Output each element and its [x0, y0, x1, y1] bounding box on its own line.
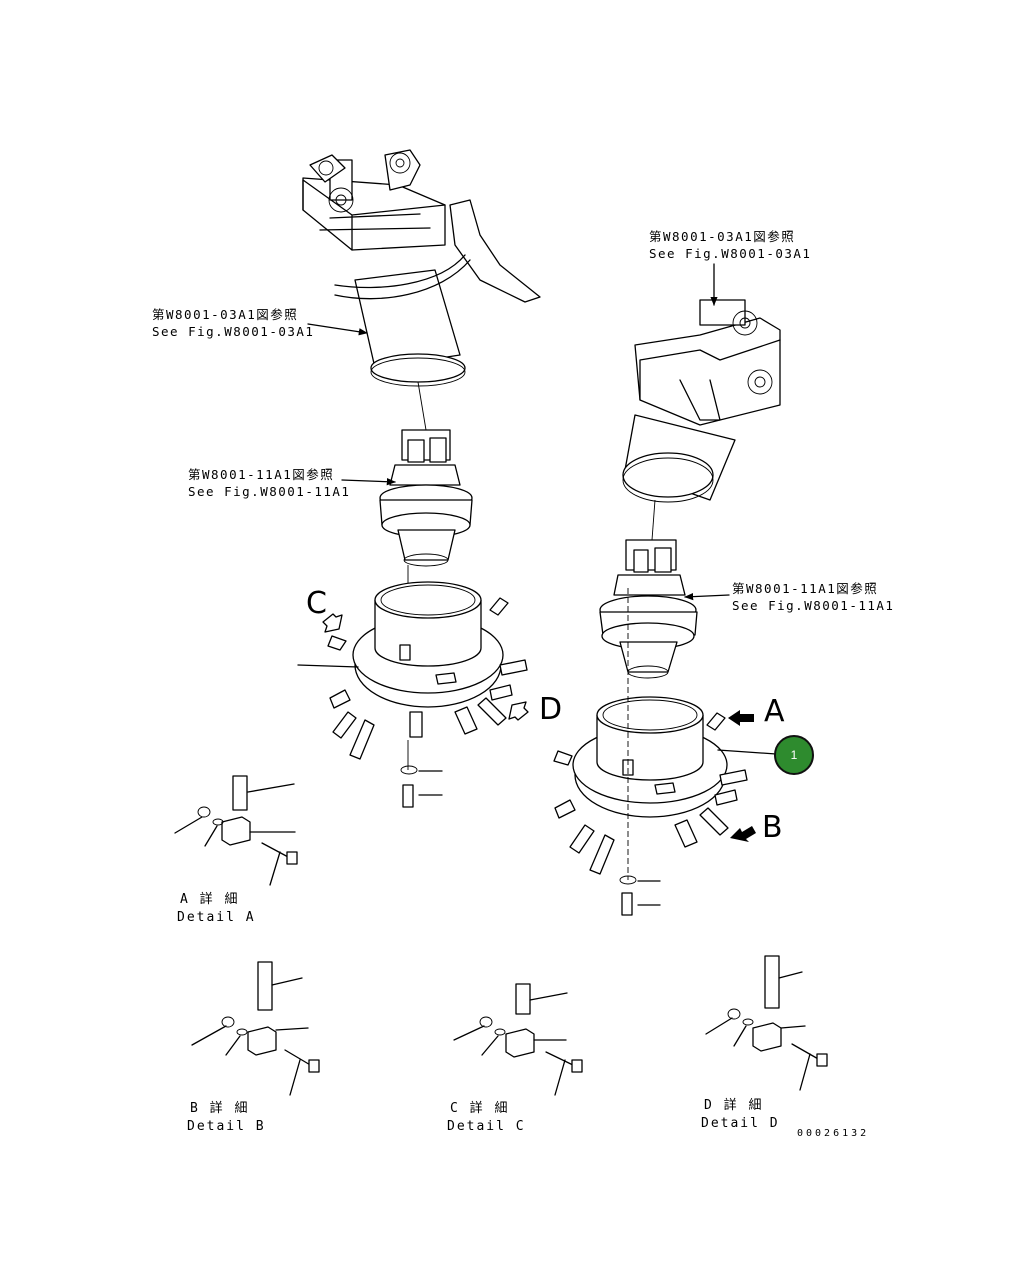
left-motor	[379, 429, 473, 600]
detail-b-label-jp: B 詳 細	[190, 1101, 250, 1116]
left-drum	[327, 581, 528, 770]
arrow-b	[730, 826, 756, 842]
view-letter-d: D	[539, 692, 563, 727]
detail-d-label-en: Detail D	[701, 1116, 780, 1131]
right-drum-washer-bolt	[619, 875, 661, 916]
arrow-a	[728, 710, 754, 726]
ref-left-motor-jp: 第W8001-11A1図参照	[188, 467, 335, 482]
detail-b-parts	[191, 961, 320, 1096]
figure-number: 00026132	[797, 1128, 870, 1139]
right-motor	[599, 539, 698, 679]
detail-a-parts	[174, 775, 298, 886]
view-letter-b: B	[762, 810, 783, 845]
detail-a-label-en: Detail A	[177, 910, 256, 925]
left-drum-washer-bolt	[400, 765, 443, 808]
detail-a-label-jp: A 詳 細	[180, 892, 240, 907]
view-letter-a: A	[764, 694, 785, 729]
detail-d-label-jp: D 詳 細	[704, 1098, 764, 1113]
ref-right-motor-jp: 第W8001-11A1図参照	[732, 581, 879, 596]
ref-right-upper-jp: 第W8001-03A1図参照	[649, 229, 796, 244]
view-letter-c: C	[306, 586, 327, 621]
ref-right-motor-en: See Fig.W8001-11A1	[732, 598, 895, 613]
detail-c-label-jp: C 詳 細	[450, 1101, 510, 1116]
detail-c-label-en: Detail C	[447, 1119, 526, 1134]
arrow-d	[508, 701, 529, 721]
part-callout-1[interactable]: 1	[774, 735, 814, 775]
right-drum	[553, 588, 748, 880]
arrow-c	[322, 613, 343, 633]
ref-left-upper-en: See Fig.W8001-03A1	[152, 324, 315, 339]
ref-left-motor-en: See Fig.W8001-11A1	[188, 484, 351, 499]
left-upper-frame	[302, 149, 541, 431]
detail-d-parts	[705, 955, 828, 1091]
detail-c-parts	[453, 983, 583, 1096]
detail-b-label-en: Detail B	[187, 1119, 266, 1134]
right-upper-frame	[622, 299, 781, 541]
ref-right-upper-en: See Fig.W8001-03A1	[649, 246, 812, 261]
ref-left-upper-jp: 第W8001-03A1図参照	[152, 307, 299, 322]
